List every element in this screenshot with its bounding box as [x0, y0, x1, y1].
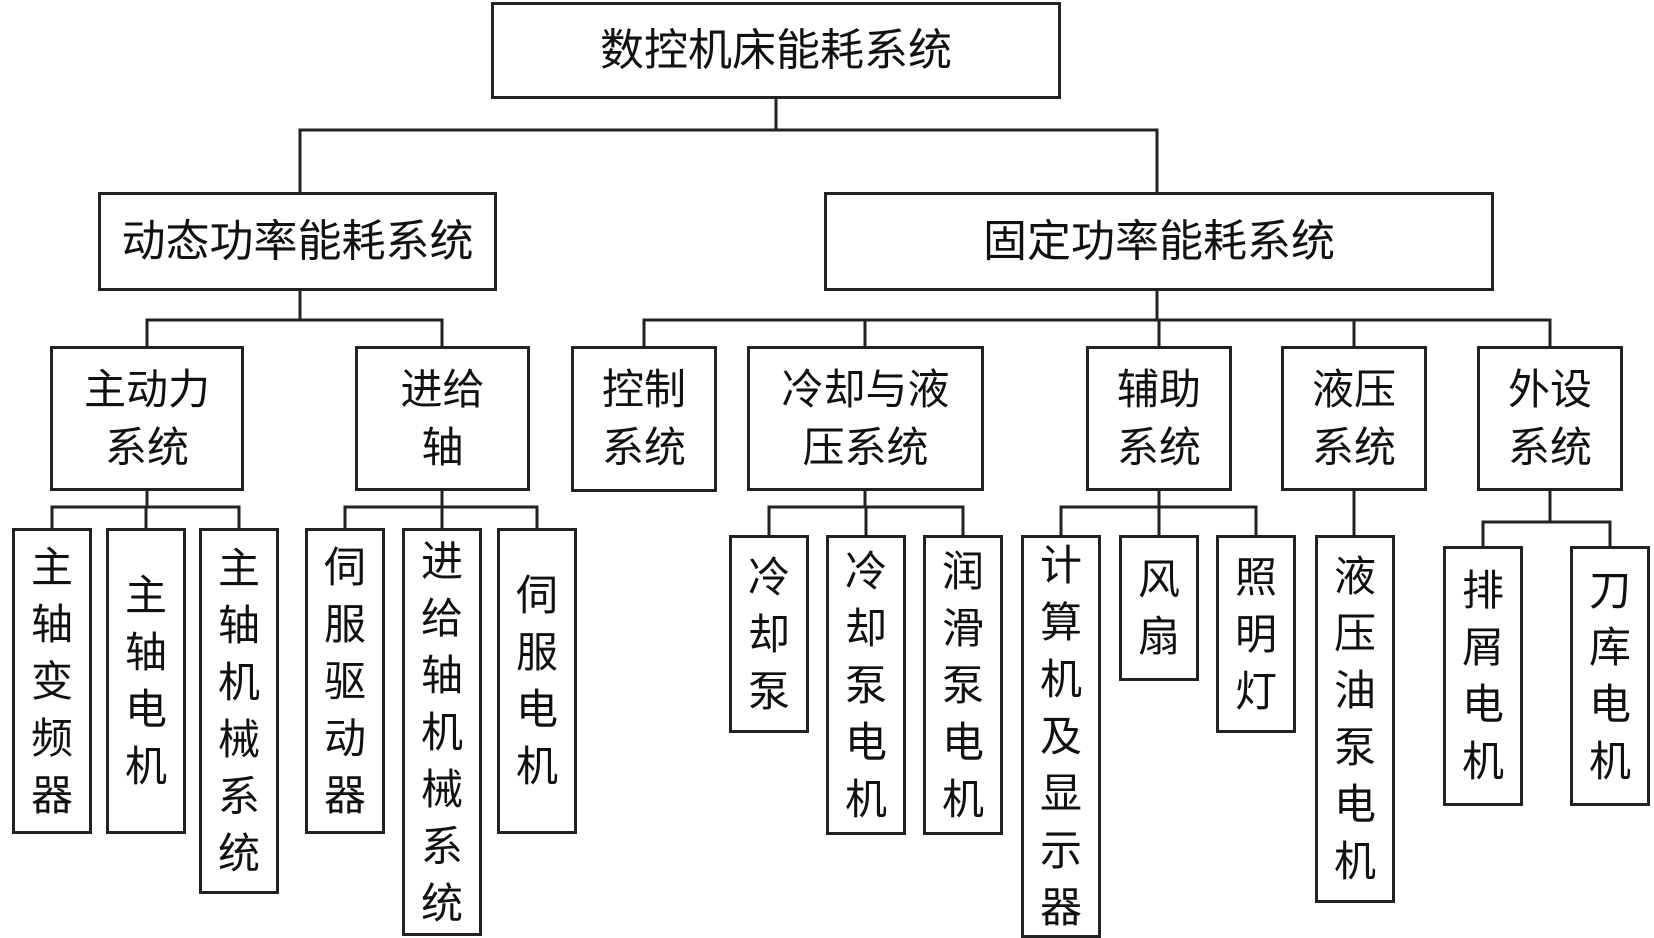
leaf-lighting: 照明灯 — [1216, 535, 1296, 733]
root-node: 数控机床能耗系统 — [491, 2, 1061, 99]
leaf-hydraulic-oil-pump-motor: 液压油泵电机 — [1315, 535, 1395, 903]
leaf-spindle-motor: 主轴电机 — [106, 528, 186, 834]
leaf-coolant-pump-motor-label: 冷却泵电机 — [844, 546, 887, 824]
leaf-spindle-inverter-label: 主轴变频器 — [30, 542, 73, 820]
leaf-lubrication-pump-motor: 润滑泵电机 — [923, 535, 1003, 835]
leaf-lubrication-pump-motor-label: 润滑泵电机 — [941, 546, 984, 824]
leaf-computer-display-label: 计算机及显示器 — [1039, 541, 1082, 932]
group-auxiliary-label: 辅助 系统 — [1116, 364, 1201, 472]
group-hydraulic: 液压 系统 — [1281, 346, 1427, 491]
leaf-computer-display: 计算机及显示器 — [1021, 535, 1101, 938]
leaf-spindle-mechanical: 主轴机械系统 — [199, 528, 279, 894]
leaf-spindle-inverter: 主轴变频器 — [12, 528, 92, 834]
leaf-spindle-motor-label: 主轴电机 — [124, 571, 167, 791]
root-label: 数控机床能耗系统 — [600, 24, 952, 76]
leaf-fan-label: 风扇 — [1137, 555, 1180, 661]
leaf-servo-motor: 伺服电机 — [497, 528, 577, 834]
leaf-chip-removal-motor: 排屑电机 — [1443, 546, 1523, 806]
group-feed-axis: 进给 轴 — [355, 346, 530, 491]
group-cooling-hydraulic: 冷却与液 压系统 — [747, 346, 984, 491]
leaf-spindle-mechanical-label: 主轴机械系统 — [217, 544, 260, 878]
dynamic-power-label: 动态功率能耗系统 — [121, 215, 474, 267]
group-peripheral: 外设 系统 — [1477, 346, 1623, 491]
leaf-coolant-pump-motor: 冷却泵电机 — [826, 535, 906, 835]
fixed-power-node: 固定功率能耗系统 — [824, 192, 1494, 291]
group-feed-axis-label: 进给 轴 — [400, 364, 485, 472]
fixed-power-label: 固定功率能耗系统 — [983, 215, 1335, 267]
leaf-tool-magazine-motor-label: 刀库电机 — [1588, 566, 1631, 786]
leaf-tool-magazine-motor: 刀库电机 — [1570, 546, 1650, 806]
leaf-servo-driver-label: 伺服驱动器 — [323, 542, 366, 820]
group-control: 控制 系统 — [571, 346, 717, 492]
leaf-hydraulic-oil-pump-motor-label: 液压油泵电机 — [1333, 552, 1376, 886]
leaf-coolant-pump: 冷却泵 — [729, 535, 809, 733]
group-peripheral-label: 外设 系统 — [1507, 364, 1592, 472]
group-hydraulic-label: 液压 系统 — [1311, 364, 1396, 472]
dynamic-power-node: 动态功率能耗系统 — [98, 192, 497, 291]
leaf-feed-axis-mechanical: 进给轴机械系统 — [402, 528, 482, 936]
group-auxiliary: 辅助 系统 — [1086, 346, 1232, 491]
leaf-coolant-pump-label: 冷却泵 — [747, 552, 790, 716]
leaf-fan: 风扇 — [1119, 535, 1199, 681]
leaf-feed-axis-mechanical-label: 进给轴机械系统 — [420, 536, 463, 928]
group-main-power: 主动力 系统 — [50, 346, 244, 491]
group-main-power-label: 主动力 系统 — [83, 364, 210, 472]
leaf-chip-removal-motor-label: 排屑电机 — [1461, 566, 1504, 786]
leaf-servo-motor-label: 伺服电机 — [515, 571, 558, 791]
group-cooling-hydraulic-label: 冷却与液 压系统 — [781, 364, 950, 472]
leaf-servo-driver: 伺服驱动器 — [305, 528, 385, 834]
group-control-label: 控制 系统 — [601, 365, 686, 472]
leaf-lighting-label: 照明灯 — [1234, 552, 1277, 716]
